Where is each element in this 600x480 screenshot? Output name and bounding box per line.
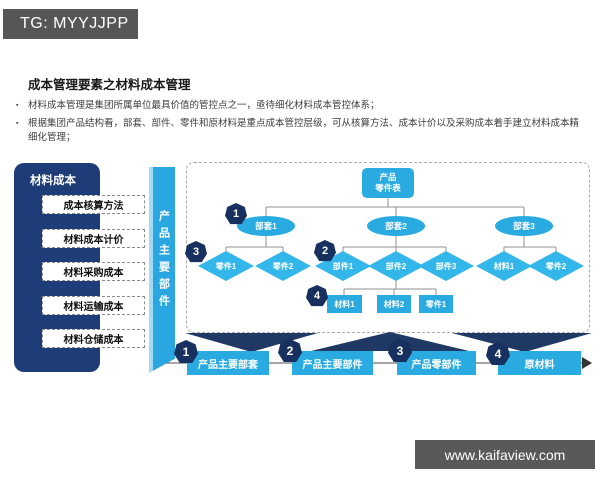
- sidebar-item-storage-cost: 材料仓储成本: [42, 329, 145, 348]
- page-title: 成本管理要素之材料成本管理: [28, 78, 191, 92]
- material-cost-panel-title: 材料成本: [30, 175, 76, 187]
- node-label: 产品: [379, 172, 397, 183]
- diagram-badge-3: 3: [185, 241, 207, 263]
- arrow-right-icon: [582, 357, 592, 369]
- sidebar-item-material-pricing: 材料成本计价: [42, 229, 145, 248]
- flow-badge-1: 1: [174, 340, 198, 364]
- node-material-1: 材料1: [327, 295, 362, 313]
- watermark-text: www.kaifaview.com: [444, 446, 566, 463]
- diagram-badge-1: 1: [225, 203, 247, 225]
- node-product-parts-list: 产品 零件表: [362, 168, 414, 198]
- watermark-bar: www.kaifaview.com: [415, 440, 595, 469]
- zigzag-triangle-right: [452, 333, 592, 352]
- flow-badge-2: 2: [278, 339, 302, 363]
- bullet-item: ▪ 材料成本管理是集团所属单位最具价值的管控点之一，亟待细化材料成本管控体系；: [16, 99, 584, 114]
- sidebar-item-purchase-cost: 材料采购成本: [42, 262, 145, 281]
- bullet-text: 根据集团产品结构看，部套、部件、零件和原材料是重点成本管控层级，可从核算方法、成…: [28, 117, 580, 144]
- flow-step-main-components: 产品主要部件: [292, 351, 373, 375]
- bullet-marker-icon: ▪: [16, 102, 19, 109]
- bullet-text: 材料成本管理是集团所属单位最具价值的管控点之一，亟待细化材料成本管控体系；: [28, 100, 380, 111]
- sidebar-item-transport-cost: 材料运输成本: [42, 296, 145, 315]
- sidebar-item-cost-accounting: 成本核算方法: [42, 195, 145, 214]
- node-assembly-2: 部套2: [367, 216, 425, 236]
- flow-badge-3: 3: [388, 339, 412, 363]
- node-part-leaf: 零件1: [419, 295, 453, 313]
- node-assembly-3: 部套3: [495, 216, 553, 236]
- diagram-badge-4: 4: [306, 285, 328, 307]
- diagram-badge-2: 2: [314, 240, 336, 262]
- tg-tag-box: TG: MYYJJPP: [3, 9, 138, 39]
- node-label: 零件表: [375, 183, 401, 193]
- flow-step-raw-materials: 原材料: [498, 351, 581, 375]
- node-material-2: 材料2: [377, 295, 411, 313]
- bullet-item: ▪ 根据集团产品结构看，部套、部件、零件和原材料是重点成本管控层级，可从核算方法…: [16, 117, 584, 146]
- node-assembly-1: 部套1: [237, 216, 295, 236]
- bullet-list: ▪ 材料成本管理是集团所属单位最具价值的管控点之一，亟待细化材料成本管控体系； …: [16, 99, 584, 149]
- vertical-ribbon-label: 产品主要部件: [157, 210, 170, 312]
- tg-tag-label: TG: MYYJJPP: [20, 15, 129, 32]
- flow-step-main-assemblies: 产品主要部套: [187, 351, 269, 375]
- flow-badge-4: 4: [486, 342, 510, 366]
- vertical-ribbon: 产品主要部件: [149, 167, 175, 373]
- bullet-marker-icon: ▪: [16, 119, 19, 127]
